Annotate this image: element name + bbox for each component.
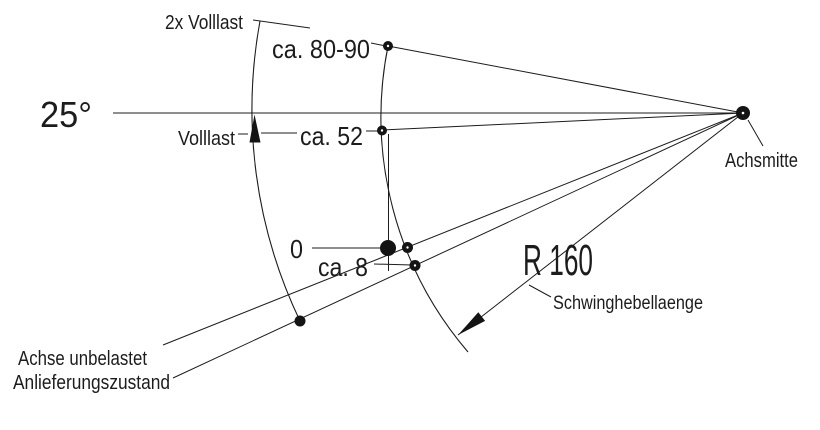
ca-8-label: ca. 8: [318, 252, 368, 282]
measurement-points: [294, 41, 750, 327]
point-center-mark: [406, 246, 409, 249]
diagram-labels: 25° 2x Volllast ca. 80-90 Volllast ca. 5…: [13, 12, 798, 394]
ca-80-90-label: ca. 80-90: [272, 34, 370, 64]
r160-arrowhead: [458, 312, 486, 335]
leader-schwinghebellaenge: [528, 284, 552, 298]
volllast-arrowhead: [249, 114, 261, 143]
volllast-label: Volllast: [178, 128, 235, 150]
leader-2x-volllast: [252, 19, 311, 29]
leader-achsmitte: [747, 119, 764, 147]
line-achse-unbelastet: [162, 112, 744, 346]
point-center-mark: [386, 44, 390, 48]
two-x-volllast-label: 2x Volllast: [165, 12, 243, 34]
dimension-lines: [238, 19, 764, 298]
point-center-mark: [741, 111, 745, 115]
point-arc-lower: [294, 315, 306, 327]
radius-line-volllast: [381, 112, 744, 131]
radius-dimension-line-r160: [457, 112, 744, 336]
schwinghebellaenge-label: Schwinghebellaenge: [553, 293, 703, 314]
zero-label: 0: [290, 234, 303, 264]
achsmitte-label: Achsmitte: [725, 150, 798, 172]
point-zero: [380, 240, 396, 256]
travel-arc-large: [251, 20, 301, 322]
line-anlieferungszustand: [172, 112, 744, 379]
point-center-mark: [413, 264, 417, 267]
achse-unbelastet-label: Achse unbelastet: [18, 348, 147, 370]
construction-lines: [113, 45, 744, 379]
anlieferungszustand-label: Anlieferungszustand: [13, 372, 170, 394]
angle-label: 25°: [40, 94, 92, 135]
dim-line-ca8: [373, 263, 413, 266]
point-center-mark: [380, 129, 384, 132]
travel-arc-r160: [380, 45, 469, 353]
radius-line-2x-volllast: [387, 45, 744, 114]
ca-52-label: ca. 52: [300, 121, 363, 151]
r160-label: R 160: [523, 236, 593, 285]
